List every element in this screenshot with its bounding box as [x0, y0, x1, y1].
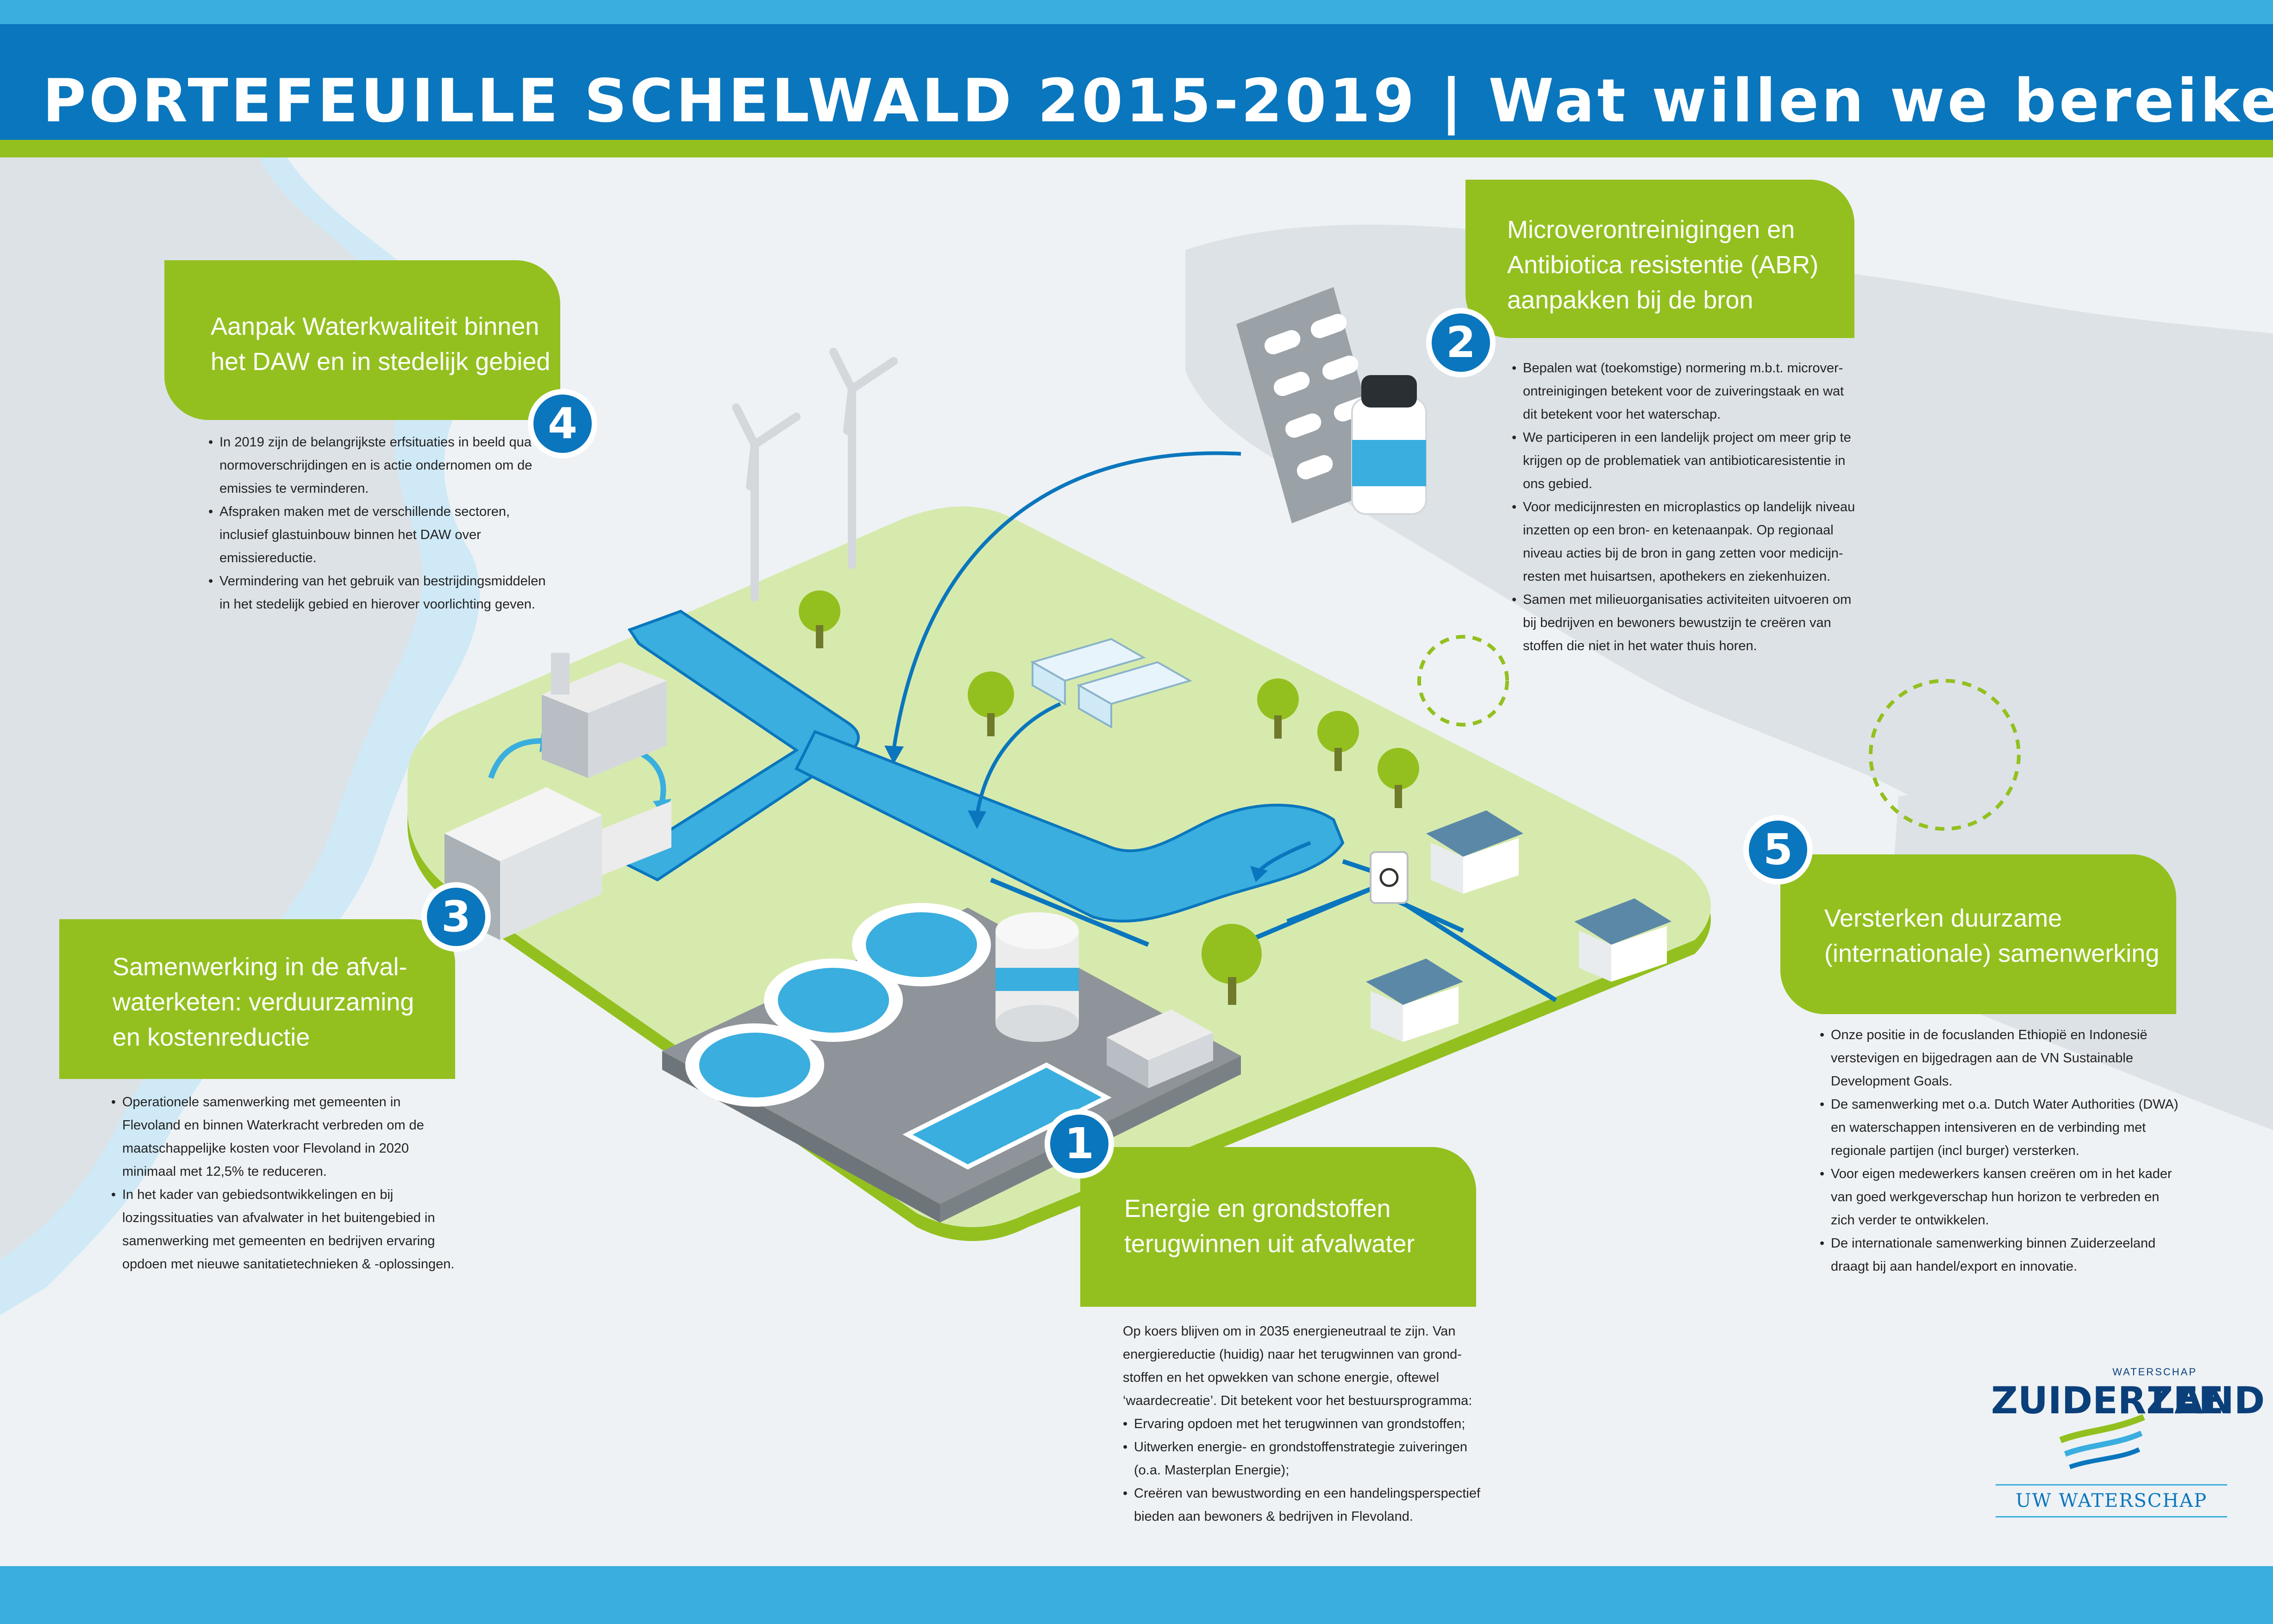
section-4-bullets: In 2019 zijn de belangrijkste erfsituati… — [208, 431, 607, 616]
logo-main-left: ZUIDERZEE — [1991, 1379, 2224, 1422]
section-5-title-line: Versterken duurzame — [1824, 904, 2062, 932]
machine-house — [1107, 1010, 1213, 1088]
bullet-item: Samen met milieuorganisaties activiteite… — [1512, 588, 1891, 658]
zuiderzeeland-logo: WATERSCHAP ZUIDERZEE LAND UW WATERSCHAP — [1991, 1366, 2265, 1519]
section-3-bullets: Operationele samenwerking met gemeenten … — [111, 1091, 482, 1276]
panel-section-4: Aanpak Waterkwaliteit binnen het DAW en … — [164, 260, 560, 420]
medicine-bottle-icon — [1351, 375, 1427, 515]
section-1-title-line: terugwinnen uit afvalwater — [1124, 1230, 1415, 1258]
section-3-badge: 3 — [421, 882, 491, 952]
tree-icon — [799, 590, 1419, 1005]
bullet-item: Bepalen wat (toekomstige) normering m.b.… — [1512, 357, 1891, 426]
panel-section-3: Samenwerking in de afval- waterketen: ve… — [59, 919, 455, 1079]
greenhouse-icon — [1030, 638, 1193, 729]
section-4-title: Aanpak Waterkwaliteit binnen het DAW en … — [211, 309, 553, 379]
logo-subtitle: UW WATERSCHAP — [1996, 1484, 2227, 1517]
panel-section-5: Versterken duurzame (internationale) sam… — [1780, 854, 2176, 1014]
panel-section-2: Microverontreinigingen en Antibiotica re… — [1465, 180, 1854, 338]
bullet-item: Operationele samenwerking met gemeenten … — [111, 1091, 482, 1183]
section-3-title-line: waterketen: verduurzaming — [113, 988, 414, 1016]
bullet-item: In het kader van gebiedsontwikkelingen e… — [111, 1183, 482, 1276]
flow-arrow-pills — [892, 451, 1241, 751]
digester-icon — [996, 912, 1079, 1042]
wind-turbine-icon — [732, 348, 898, 602]
canal-branch — [794, 730, 1345, 923]
section-3-title: Samenwerking in de afval- waterketen: ve… — [113, 949, 455, 1055]
page-title: PORTEFEUILLE SCHELWALD 2015-2019 | Wat w… — [43, 67, 2273, 136]
sedimentation-basin — [902, 1062, 1112, 1170]
section-3-title-line: en kostenreductie — [113, 1023, 310, 1051]
logo-small-text: WATERSCHAP — [2112, 1366, 2197, 1378]
section-5-title: Versterken duurzame (internationale) sam… — [1824, 901, 2167, 971]
header-bar: PORTEFEUILLE SCHELWALD 2015-2019 | Wat w… — [0, 24, 2273, 140]
section-2-bullets: Bepalen wat (toekomstige) normering m.b.… — [1512, 357, 1891, 658]
bullet-item: Voor eigen medewerkers kansen creëren om… — [1820, 1162, 2218, 1232]
bullet-item: Ervaring opdoen met het terugwinnen van … — [1123, 1412, 1503, 1436]
treatment-tank-icon — [685, 903, 991, 1107]
section-5-title-line: (internationale) samenwerking — [1824, 940, 2160, 967]
section-1-badge: 1 — [1045, 1109, 1114, 1179]
bullet-item: We participeren in een landelijk project… — [1512, 426, 1891, 495]
pill-blister-icon — [1236, 287, 1389, 523]
bullet-item: De samenwerking met o.a. Dutch Water Aut… — [1820, 1093, 2218, 1162]
flow-arrowhead-greenhouse — [968, 810, 986, 829]
bullet-item: Creëren van bewustwording en een handeli… — [1123, 1482, 1503, 1528]
flow-arrowhead-pills — [884, 746, 904, 764]
section-2-title-line: Antibiotica resistentie (ABR) — [1507, 251, 1819, 279]
bullet-item: De internationale samenwerking binnen Zu… — [1820, 1232, 2218, 1278]
house-icon — [1366, 810, 1672, 1042]
bullet-item: Voor medicijnresten en microplastics op … — [1512, 495, 1891, 588]
bullet-item: Vermindering van het gebruik van bestrij… — [208, 570, 607, 616]
section-1-title-line: Energie en grondstoffen — [1124, 1195, 1391, 1223]
section-1-title: Energie en grondstoffen terugwinnen uit … — [1124, 1191, 1467, 1261]
bottom-band — [0, 1566, 2273, 1624]
bullet-item: In 2019 zijn de belangrijkste erfsituati… — [208, 431, 607, 500]
bullet-item: Onze positie in de focuslanden Ethiopië … — [1820, 1023, 2218, 1093]
section-1-bullets: Ervaring opdoen met het terugwinnen van … — [1123, 1412, 1503, 1528]
bullet-item: Uitwerken energie- en grondstoffenstrate… — [1123, 1436, 1503, 1482]
logo-main-right: LAND — [2151, 1379, 2265, 1422]
logo-wave-icon — [2059, 1414, 2145, 1469]
indonesia-focus-circle — [1869, 679, 2021, 831]
panel-section-1: Energie en grondstoffen terugwinnen uit … — [1080, 1147, 1476, 1307]
section-2-badge: 2 — [1426, 308, 1496, 377]
bullet-item: Afspraken maken met de verschillende sec… — [208, 500, 607, 570]
section-2-title-line: aanpakken bij de bron — [1507, 286, 1753, 314]
section-5-bullets: Onze positie in de focuslanden Ethiopië … — [1820, 1023, 2218, 1278]
green-divider — [0, 140, 2273, 157]
top-band — [0, 0, 2273, 24]
section-1-intro: Op koers blijven om in 2035 energieneutr… — [1123, 1324, 1472, 1408]
section-5-badge: 5 — [1743, 815, 1813, 884]
factory-icon — [542, 653, 667, 778]
chemical-canister-icon — [1370, 851, 1409, 904]
section-2-title-line: Microverontreinigingen en — [1507, 216, 1795, 244]
ethiopia-focus-circle — [1417, 635, 1509, 727]
flow-arrowhead-canister — [1250, 866, 1268, 882]
flow-arrow-greenhouse — [975, 702, 1061, 815]
section-4-title-line: het DAW en in stedelijk gebied — [211, 348, 551, 376]
flow-arrow-canister — [1258, 841, 1311, 872]
section-2-title: Microverontreinigingen en Antibiotica re… — [1507, 212, 1850, 318]
section-3-title-line: Samenwerking in de afval- — [113, 953, 407, 981]
section-4-title-line: Aanpak Waterkwaliteit binnen — [211, 313, 539, 340]
